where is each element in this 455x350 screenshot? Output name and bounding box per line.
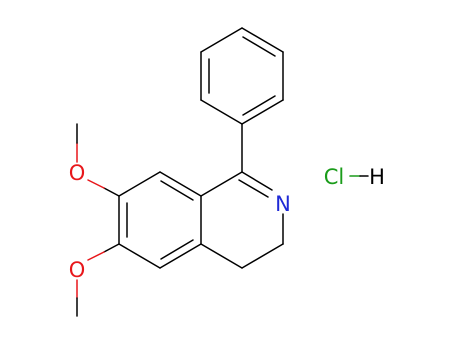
bond [200,243,243,269]
bond [118,171,161,197]
bond [242,95,276,116]
bond [160,239,194,260]
bond [241,99,284,125]
bond [200,171,243,197]
bond [241,27,284,53]
bond [242,36,276,57]
hydrogen-label: H [369,165,385,189]
phenyl-ring [200,27,284,125]
bond [159,171,202,197]
benzo-ring [118,171,202,269]
dihydro-ring [200,171,284,269]
bond [87,179,105,189]
bond [159,243,202,269]
methoxy-upper [76,123,120,197]
bond [238,179,269,198]
hydrochloride: Cl H [324,165,385,189]
oxygen-upper-label: O [69,161,86,185]
nitrogen-label: N [275,192,291,216]
bond [200,27,243,53]
bond [200,99,243,125]
bond [241,243,284,269]
bond [103,243,120,253]
bond [103,187,120,197]
chlorine-label: Cl [324,165,345,189]
bond [160,180,194,201]
bond [118,243,161,269]
oxygen-lower-label: O [69,258,86,282]
methoxy-lower [76,243,120,317]
bond [87,251,105,261]
bond [241,171,273,191]
